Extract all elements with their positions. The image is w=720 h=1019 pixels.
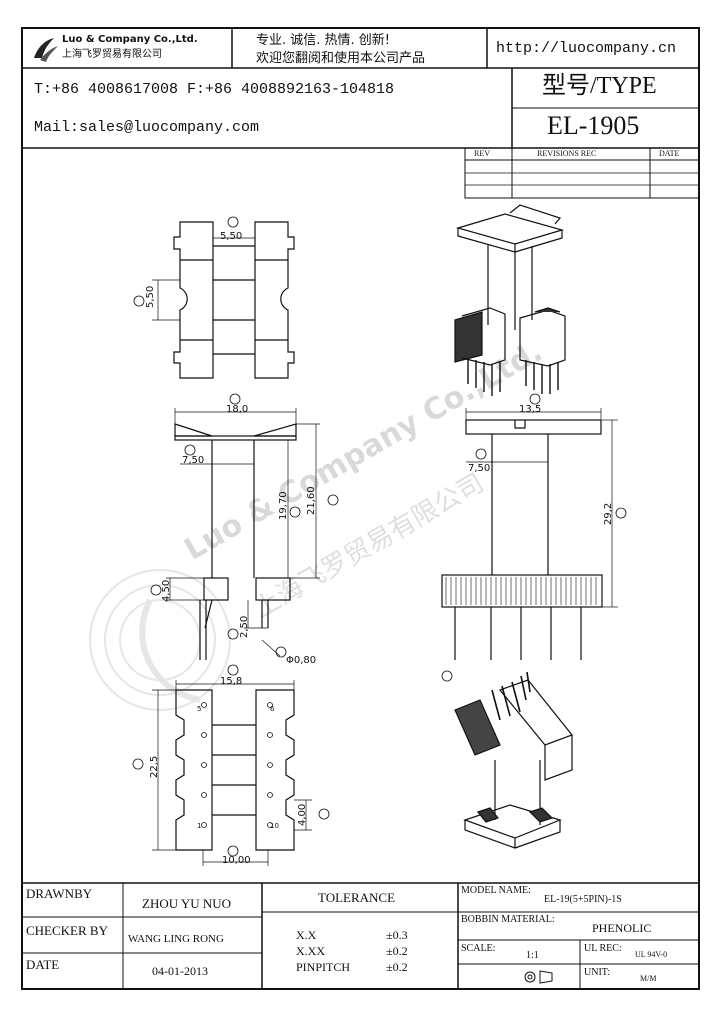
front-view <box>150 393 339 660</box>
dim-front-h1: 19,70 <box>278 491 289 520</box>
top-view <box>133 216 295 379</box>
pin-hole <box>267 822 273 828</box>
dim-top-width: 5,50 <box>220 231 243 242</box>
dim-side-width: 13,5 <box>519 404 542 415</box>
rev-col-header: REV <box>474 149 490 158</box>
pin-label-1: 1 <box>197 822 202 830</box>
dim-bottom-width: 15,8 <box>220 676 243 687</box>
date-label: DATE <box>26 957 60 972</box>
checker-value: WANG LING RONG <box>128 933 224 945</box>
tolerance-label: TOLERANCE <box>318 890 396 905</box>
title-block <box>22 882 699 989</box>
date-value: 04-01-2013 <box>152 964 208 978</box>
type-value: EL-1905 <box>547 111 640 140</box>
pin-label-6: 6 <box>270 705 275 713</box>
pin-hole <box>267 702 273 708</box>
scale-label: SCALE: <box>461 943 496 954</box>
pin-label-5: 5 <box>197 705 202 713</box>
pin-hole <box>267 792 273 798</box>
projection-symbol-icon <box>524 970 553 984</box>
pin-hole <box>267 732 273 738</box>
dim-pin-gap: 4,00 <box>297 803 308 826</box>
dim-side-height: 29,2 <box>603 502 614 525</box>
checker-label: CHECKER BY <box>26 923 108 938</box>
tol-xxx-value: ±0.2 <box>386 944 408 958</box>
side-view <box>441 393 627 682</box>
dim-pin-diameter: Φ0,80 <box>286 655 317 666</box>
model-value: EL-19(5+5PIN)-1S <box>544 894 622 905</box>
dim-front-h2: 21,60 <box>306 486 317 515</box>
material-label: BOBBIN MATERIAL: <box>461 914 555 925</box>
drawnby-value: ZHOU YU NUO <box>142 896 232 911</box>
pin-label-10: 10 <box>270 822 279 830</box>
pin-hole <box>201 822 207 828</box>
type-label: 型号/TYPE <box>542 73 657 99</box>
dim-top-height: 5,50 <box>145 285 156 308</box>
company-name-en: Luo & Company Co.,Ltd. <box>62 34 198 45</box>
dim-bottom-height: 22,5 <box>149 755 160 778</box>
company-name-cn: 上海飞罗贸易有限公司 <box>62 49 162 60</box>
tol-xx-value: ±0.3 <box>386 928 408 942</box>
model-label: MODEL NAME: <box>461 885 531 896</box>
company-logo-icon <box>34 38 58 62</box>
dim-front-width: 18,0 <box>226 404 249 415</box>
tol-xx-label: X.X <box>296 928 317 942</box>
revision-table <box>464 147 700 199</box>
pin-hole <box>267 762 273 768</box>
pin-hole <box>201 732 207 738</box>
isometric-view-lower <box>454 671 573 849</box>
slogan-line-1: 专业. 诚信. 热情. 创新! <box>256 33 391 48</box>
tol-pin-label: PINPITCH <box>296 960 351 974</box>
drawnby-label: DRAWNBY <box>26 886 93 901</box>
revisions-rec-col-header: REVISIONS REC <box>537 149 597 158</box>
isometric-view-upper <box>454 204 566 396</box>
unit-label: UNIT: <box>584 967 611 978</box>
tol-xxx-label: X.XX <box>296 944 325 958</box>
phone-fax: T:+86 4008617008 F:+86 4008892163-104818 <box>34 81 395 98</box>
dim-side-inner: 7,50 <box>468 463 491 474</box>
dim-front-base: 4,50 <box>161 579 172 602</box>
scale-value: 1:1 <box>526 950 539 961</box>
bottom-view <box>132 664 330 866</box>
email: Mail:sales@luocompany.com <box>34 119 260 136</box>
dim-bottom-pitch: 10,00 <box>222 855 251 866</box>
date-col-header: DATE <box>659 149 680 158</box>
pin-hole <box>201 762 207 768</box>
pin-hole <box>201 702 207 708</box>
pin-hole <box>201 792 207 798</box>
watermark-logo-icon <box>89 569 231 711</box>
dim-pin-length: 2,50 <box>239 615 250 638</box>
slogan-line-2: 欢迎您翻阅和使用本公司产品 <box>256 51 426 66</box>
website-link[interactable]: http://luocompany.cn <box>496 40 677 57</box>
tol-pin-value: ±0.2 <box>386 960 408 974</box>
ul-label: UL REC: <box>584 943 622 954</box>
unit-value: M/M <box>640 974 657 983</box>
ul-value: UL 94V-0 <box>635 950 668 959</box>
dim-front-inner: 7,50 <box>182 455 205 466</box>
material-value: PHENOLIC <box>592 921 652 935</box>
